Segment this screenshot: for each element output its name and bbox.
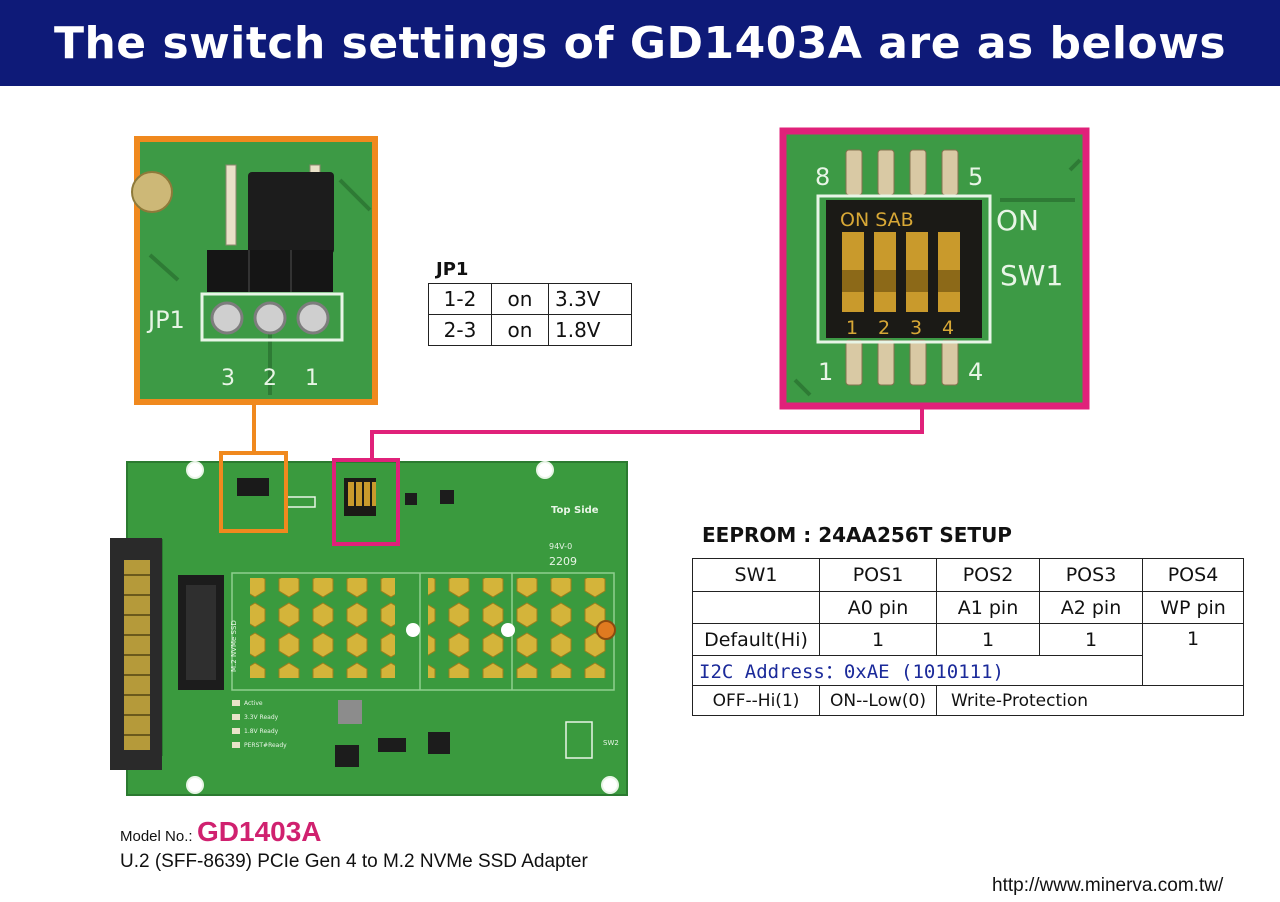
sw1-connector-line	[370, 406, 924, 460]
sw1-body-text: ON SAB	[840, 209, 914, 231]
jp1-zoom-photo: JP1 3 2 1	[131, 136, 378, 405]
jp1-pins-cell: 1-2	[428, 283, 492, 315]
model-label: Model No.:	[120, 828, 193, 845]
model-description: U.2 (SFF-8639) PCIe Gen 4 to M.2 NVMe SS…	[120, 851, 588, 872]
table-row: Default(Hi) 1 1 1 1	[692, 623, 1244, 686]
sw1-switch-number: 1	[846, 317, 858, 339]
eeprom-header-cell: POS3	[1039, 558, 1143, 592]
sw1-pin-label: 8	[815, 163, 830, 191]
table-row: I2C Address：0xAE (1010111)	[692, 655, 1244, 686]
eeprom-header-cell: POS4	[1142, 558, 1244, 592]
i2c-address: I2C Address：0xAE (1010111)	[692, 655, 1143, 686]
jp1-pins-cell: 2-3	[428, 314, 492, 346]
eeprom-default-value: 1	[1142, 623, 1244, 686]
jp1-state-cell: on	[491, 314, 549, 346]
eeprom-pin-cell: A1 pin	[936, 591, 1040, 624]
table-row: A0 pin A1 pin A2 pin WP pin	[692, 591, 1244, 624]
jp1-pin-number: 2	[263, 366, 277, 391]
jp1-table: 1-2 on 3.3V 2-3 on 1.8V	[428, 283, 632, 346]
board-sw2-label: SW2	[603, 739, 619, 747]
board-date-code: 94V-0	[549, 542, 572, 551]
jp1-state-cell: on	[491, 283, 549, 315]
eeprom-pin-cell: A2 pin	[1039, 591, 1143, 624]
jp1-voltage-cell: 1.8V	[548, 314, 632, 346]
sw1-pin-label: 1	[818, 358, 833, 386]
board-top-side-label: Top Side	[551, 505, 599, 516]
eeprom-header-cell: POS2	[936, 558, 1040, 592]
eeprom-header-cell: SW1	[692, 558, 820, 592]
eeprom-default-value: 1	[936, 623, 1040, 656]
board-ssd-label: M.2 NVMe SSD	[230, 620, 238, 672]
sw1-name-label: SW1	[1000, 259, 1063, 292]
eeprom-default-value: 1	[1039, 623, 1143, 656]
board-batch-number: 2209	[549, 555, 577, 568]
table-row: SW1 POS1 POS2 POS3 POS4	[692, 558, 1244, 592]
sw1-switch-number: 2	[878, 317, 890, 339]
sw1-zoom-photo: ON SAB 1 2 3 4 8 5 1 4 ON SW1	[779, 127, 1090, 410]
table-row: 1-2 on 3.3V	[428, 283, 632, 315]
model-line: Model No.: GD1403A	[120, 816, 322, 848]
eeprom-pin-cell: A0 pin	[819, 591, 937, 624]
jp1-voltage-cell: 3.3V	[548, 283, 632, 315]
jp1-pin-number: 1	[305, 366, 319, 391]
sw1-on-label: ON	[996, 204, 1039, 237]
sw1-pin-label: 5	[968, 163, 983, 191]
eeprom-legend-wp: Write-Protection	[936, 685, 1244, 716]
sw1-pin-label: 4	[968, 358, 983, 386]
jp1-table-title: JP1	[436, 259, 469, 280]
board-led-label: Active	[244, 700, 263, 707]
sw1-switch-number: 3	[910, 317, 922, 339]
page-title: The switch settings of GD1403A are as be…	[0, 0, 1280, 86]
footer-url[interactable]: http://www.minerva.com.tw/	[992, 875, 1224, 896]
board-photo: Top Side 94V-0 2209 Active 3.3V Ready 1.…	[110, 451, 628, 796]
eeprom-title: EEPROM : 24AA256T SETUP	[702, 523, 1012, 547]
table-row: OFF--Hi(1) ON--Low(0) Write-Protection	[692, 685, 1244, 716]
eeprom-default-value: 1	[819, 623, 937, 656]
eeprom-default-label: Default(Hi)	[692, 623, 820, 656]
eeprom-legend-off: OFF--Hi(1)	[692, 685, 820, 716]
eeprom-table: SW1 POS1 POS2 POS3 POS4 A0 pin A1 pin A2…	[692, 558, 1244, 716]
eeprom-pin-cell: WP pin	[1142, 591, 1244, 624]
jp1-silkscreen-label: JP1	[146, 306, 185, 334]
board-led-label: 3.3V Ready	[244, 714, 279, 721]
table-row: 2-3 on 1.8V	[428, 314, 632, 346]
board-led-label: PERST#Ready	[244, 742, 287, 749]
board-led-label: 1.8V Ready	[244, 728, 279, 735]
jp1-pin-number: 3	[221, 366, 235, 391]
eeprom-header-cell: POS1	[819, 558, 937, 592]
eeprom-legend-on: ON--Low(0)	[819, 685, 937, 716]
sw1-switch-number: 4	[942, 317, 954, 339]
model-number: GD1403A	[197, 816, 322, 847]
